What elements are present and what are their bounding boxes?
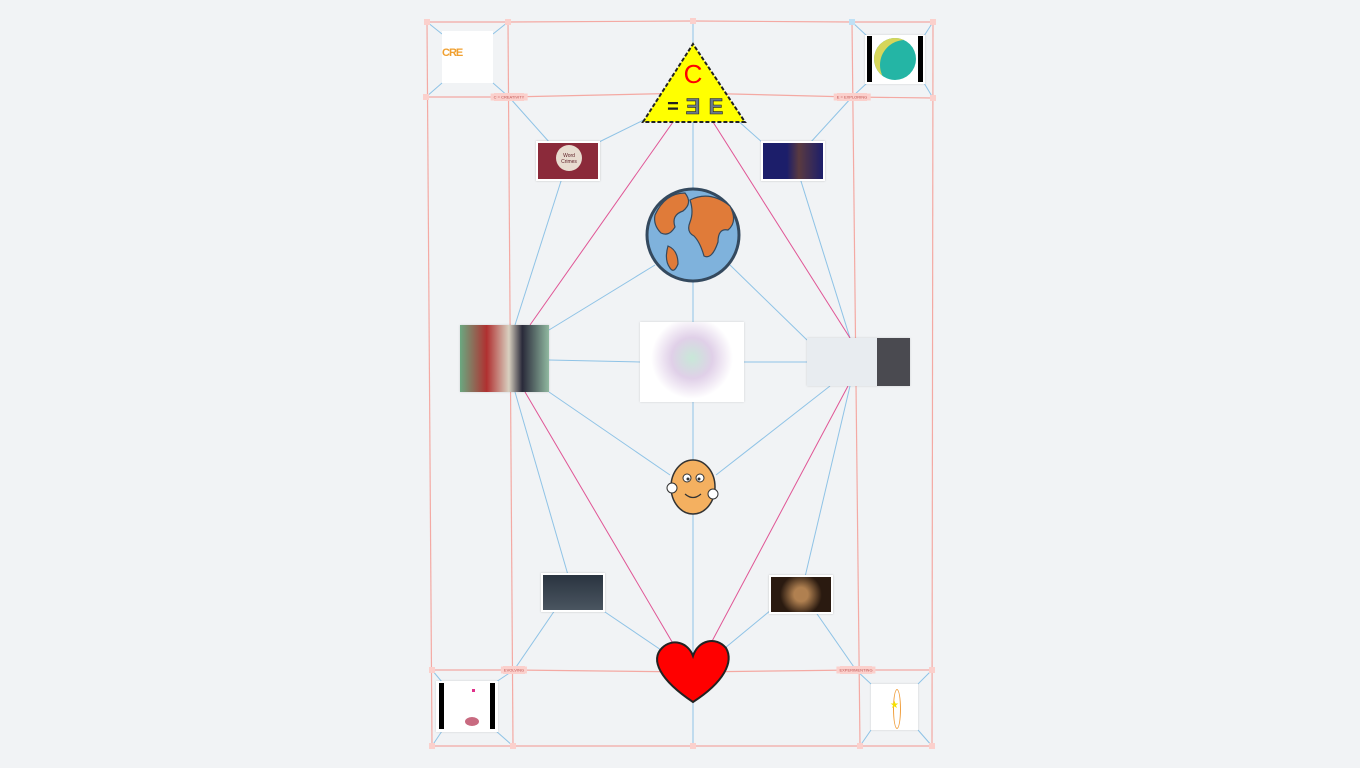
triangle-node[interactable]: C = Ǝ E [641,42,747,123]
globe-icon[interactable] [645,187,741,283]
earth-face-image[interactable] [865,35,925,84]
label-exploring[interactable]: E = EXPLORING [833,93,871,101]
cre-text: CRE [442,47,463,59]
triangle-eq: = [667,96,679,118]
frame-nodes[interactable] [423,18,936,749]
heart-icon[interactable] [656,640,730,704]
photo-two-people[interactable] [460,325,549,392]
sparkle-image[interactable]: ★ [871,684,918,730]
game-image[interactable] [436,681,498,732]
mindmap-image[interactable] [640,322,744,402]
label-creativity[interactable]: C = CREATIVITY [490,93,528,101]
face-icon[interactable] [666,459,719,515]
earth-face-icon [874,38,916,80]
video-thumbnail-bottom-right[interactable] [769,575,833,614]
video-thumbnail-bottom-left[interactable] [541,573,605,612]
video-thumbnail-word-crimes[interactable]: Word Crimes [536,141,600,181]
video-thumbnail-top-right[interactable] [761,141,825,181]
triangle-e2: E [709,94,724,119]
video-title: Word Crimes [561,153,577,165]
label-evolving[interactable]: EVOLVING [500,666,528,674]
creativity-image[interactable]: CRE [442,31,493,83]
video-call-screenshot[interactable] [807,338,910,386]
label-experimenting[interactable]: EXPERIMENTING [836,666,876,674]
triangle-e1: Ǝ [686,94,701,119]
triangle-c: C [684,59,703,89]
accent-lines [524,121,851,653]
